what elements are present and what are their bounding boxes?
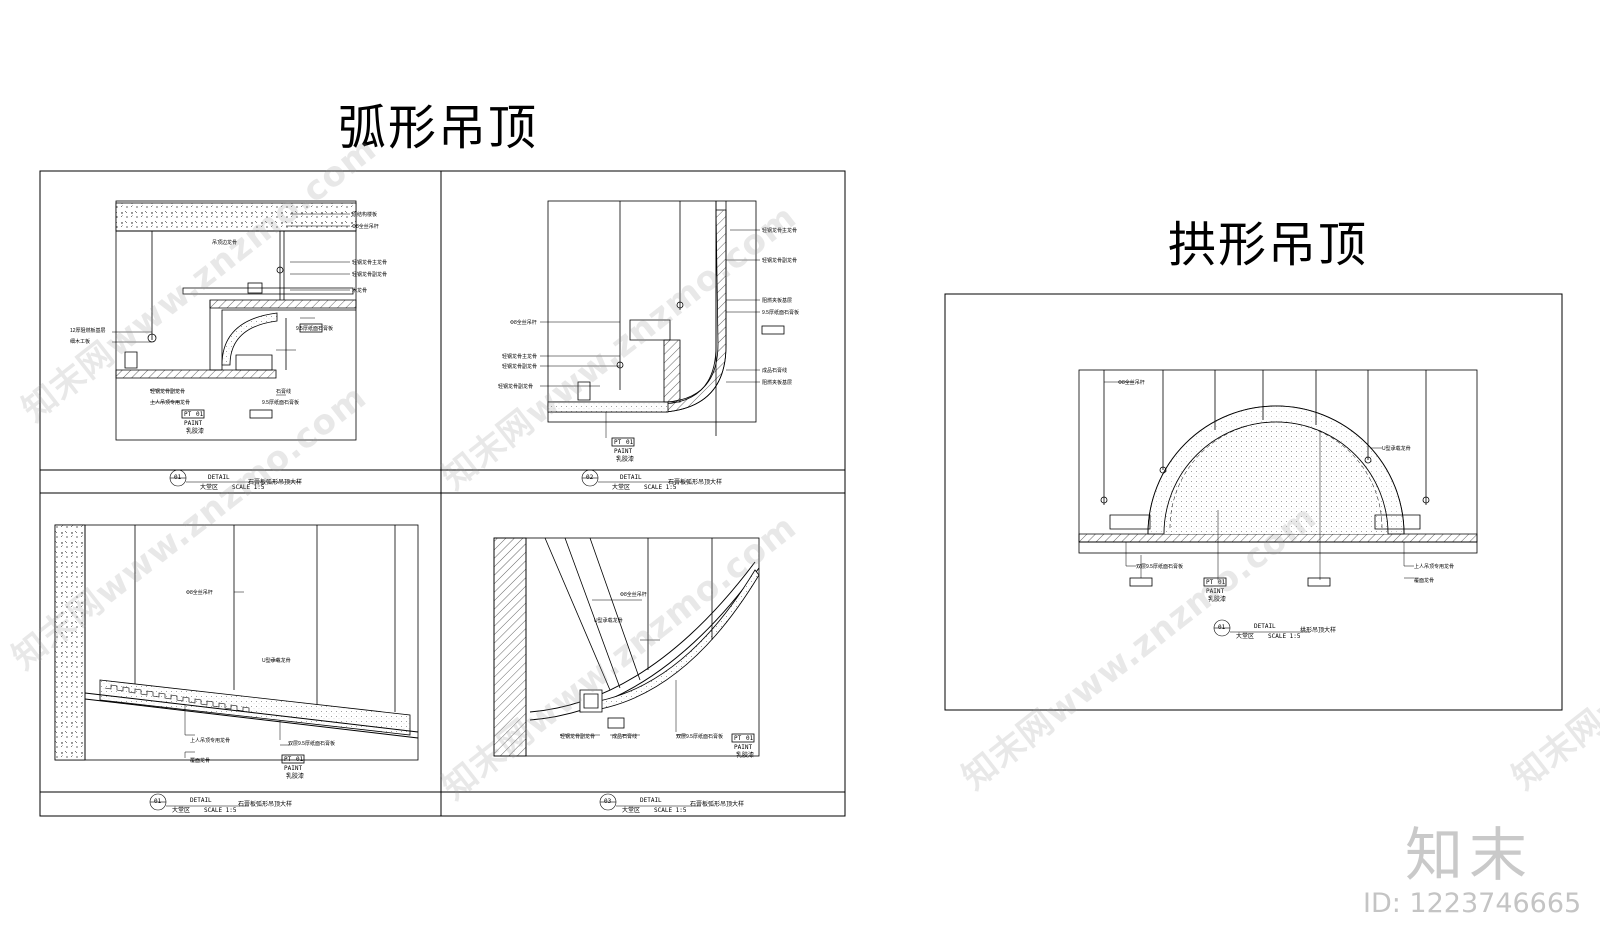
svg-text:上人吊顶专用龙骨: 上人吊顶专用龙骨 [190,737,230,744]
detail-1-sub: 大堂区 [200,484,219,491]
svg-text:上人吊顶专用龙骨: 上人吊顶专用龙骨 [1414,563,1454,570]
detail-5-tag-code: PT [1206,579,1214,586]
detail-1-tag-num: 01 [196,411,204,418]
svg-text:U型承载龙骨: U型承载龙骨 [594,617,623,624]
detail-4-tag-code: PT [734,735,742,742]
detail-4-tag-finish: 乳胶漆 [736,752,755,759]
svg-text:成品石膏线: 成品石膏线 [612,733,637,740]
brand-logo: 知末 [1405,821,1534,889]
caption-symbols [149,469,1310,811]
detail-1-heading: DETAIL [208,474,230,481]
detail-3-tag-finish: 乳胶漆 [286,773,305,780]
svg-text:轻钢龙骨主龙骨: 轻钢龙骨主龙骨 [762,227,797,234]
detail-1-tag-code: PT [184,411,192,418]
detail-3-desc: 石膏板弧形吊顶大样 [238,801,293,808]
page-title-vault-ceiling: 拱形吊顶 [1168,217,1369,273]
left-sheet [39,170,846,817]
detail-4-desc: 石膏板弧形吊顶大样 [690,801,745,808]
detail-4-drawing: Φ8全丝吊杆 U型承载龙骨 轻钢龙骨副龙骨 成品石膏线 双层9.5厚纸面石膏板 [493,537,760,757]
detail-4-sub: 大堂区 [622,807,641,814]
detail-3-drawing: Φ8全丝吊杆 U型承载龙骨 上人吊顶专用龙骨 覆面龙骨 双层9.5厚纸面石膏板 [54,524,419,764]
detail-2-number: 02 [586,474,594,481]
svg-text:轻钢龙骨副龙骨: 轻钢龙骨副龙骨 [762,257,797,264]
detail-4-tag-paint: PAINT [734,744,753,751]
svg-text:双层9.5厚纸面石膏板: 双层9.5厚纸面石膏板 [676,733,723,740]
svg-text:轻钢龙骨副龙骨: 轻钢龙骨副龙骨 [498,383,533,390]
detail-1-tag-finish: 乳胶漆 [186,428,205,435]
svg-text:9.5厚纸面石膏板: 9.5厚纸面石膏板 [296,325,333,332]
detail-3-tag-code: PT [284,756,292,763]
right-sheet [944,293,1563,711]
svg-text:12厚阻燃板基层: 12厚阻燃板基层 [70,327,106,334]
detail-2-tag-code: PT [614,439,622,446]
svg-text:轻钢龙骨副龙骨: 轻钢龙骨副龙骨 [502,363,537,370]
detail-2-heading: DETAIL [620,474,642,481]
svg-text:Φ8全丝吊杆: Φ8全丝吊杆 [510,319,537,326]
detail-3-sub: 大堂区 [172,807,191,814]
detail-2-desc: 石膏板弧形吊顶大样 [668,479,723,486]
svg-text:Φ8全丝吊杆: Φ8全丝吊杆 [352,223,379,230]
detail-4-tag-num: 01 [746,735,754,742]
detail-3-number: 01 [154,798,162,805]
svg-text:上人吊顶专用龙骨: 上人吊顶专用龙骨 [150,399,190,406]
detail-2-tag-paint: PAINT [614,448,633,455]
detail-5-tag-paint: PAINT [1206,588,1225,595]
detail-5-number: 01 [1218,624,1226,631]
detail-1-number: 01 [174,474,182,481]
detail-4-scale: SCALE 1:5 [654,807,687,814]
svg-text:细木工板: 细木工板 [70,338,90,345]
detail-1-desc: 石膏板弧形吊顶大样 [248,479,303,486]
svg-text:轻钢龙骨副龙骨: 轻钢龙骨副龙骨 [560,733,595,740]
detail-4-heading: DETAIL [640,797,662,804]
svg-text:9.5厚纸面石膏板: 9.5厚纸面石膏板 [762,309,799,316]
detail-1-drawing: 原结构楼板 Φ8全丝吊杆 吊顶边龙骨 轻钢龙骨主龙骨 轻钢龙骨副龙骨 木龙骨 1… [70,200,387,441]
detail-5-desc: 拱形吊顶大样 [1300,627,1337,634]
detail-5-drawing: Φ8全丝吊杆 U型承载龙骨 双层9.5厚纸面石膏板 上人吊顶专用龙骨 覆面龙骨 [1078,369,1478,587]
svg-text:Φ8全丝吊杆: Φ8全丝吊杆 [620,591,647,598]
svg-text:双层9.5厚纸面石膏板: 双层9.5厚纸面石膏板 [288,740,335,747]
svg-text:轻钢龙骨副龙骨: 轻钢龙骨副龙骨 [352,271,387,278]
svg-text:轻钢龙骨副龙骨: 轻钢龙骨副龙骨 [150,388,185,395]
detail-2-sub: 大堂区 [612,484,631,491]
detail-2-tag-finish: 乳胶漆 [616,456,635,463]
svg-text:阻燃夹板基层: 阻燃夹板基层 [762,297,792,304]
detail-5-tag-num: 01 [1218,579,1226,586]
svg-text:石膏线: 石膏线 [276,388,291,395]
svg-text:Φ8全丝吊杆: Φ8全丝吊杆 [186,589,213,596]
svg-text:双层9.5厚纸面石膏板: 双层9.5厚纸面石膏板 [1136,563,1183,570]
detail-1-scale: SCALE 1:5 [232,484,265,491]
detail-1-tag-paint: PAINT [184,420,203,427]
svg-text:木龙骨: 木龙骨 [352,287,367,294]
svg-text:Φ8全丝吊杆: Φ8全丝吊杆 [1118,379,1145,386]
detail-2-scale: SCALE 1:5 [644,484,677,491]
detail-3-scale: SCALE 1:5 [204,807,237,814]
detail-5-scale: SCALE 1:5 [1268,633,1301,640]
detail-2-tag-num: 01 [626,439,634,446]
svg-text:轻钢龙骨主龙骨: 轻钢龙骨主龙骨 [352,259,387,266]
svg-text:覆面龙骨: 覆面龙骨 [1414,577,1434,584]
detail-4-number: 03 [604,798,612,805]
svg-text:原结构楼板: 原结构楼板 [352,211,377,218]
detail-5-tag-finish: 乳胶漆 [1208,596,1227,603]
svg-text:9.5厚纸面石膏板: 9.5厚纸面石膏板 [262,399,299,406]
detail-3-tag-paint: PAINT [284,765,303,772]
detail-2-drawing: 轻钢龙骨主龙骨 轻钢龙骨副龙骨 阻燃夹板基层 9.5厚纸面石膏板 成品石膏线 阻… [498,200,799,447]
page-title-arc-ceiling: 弧形吊顶 [338,100,539,156]
detail-5-heading: DETAIL [1254,623,1276,630]
detail-5-sub: 大堂区 [1236,633,1255,640]
detail-3-tag-num: 01 [296,756,304,763]
svg-text:阻燃夹板基层: 阻燃夹板基层 [762,379,792,386]
svg-text:覆面龙骨: 覆面龙骨 [190,757,210,764]
asset-id: ID: 1223746665 [1363,888,1582,919]
svg-text:轻钢龙骨主龙骨: 轻钢龙骨主龙骨 [502,353,537,360]
svg-text:U型承载龙骨: U型承载龙骨 [262,657,291,664]
svg-text:成品石膏线: 成品石膏线 [762,367,787,374]
detail-3-heading: DETAIL [190,797,212,804]
svg-text:吊顶边龙骨: 吊顶边龙骨 [212,239,237,246]
svg-text:U型承载龙骨: U型承载龙骨 [1382,445,1411,452]
